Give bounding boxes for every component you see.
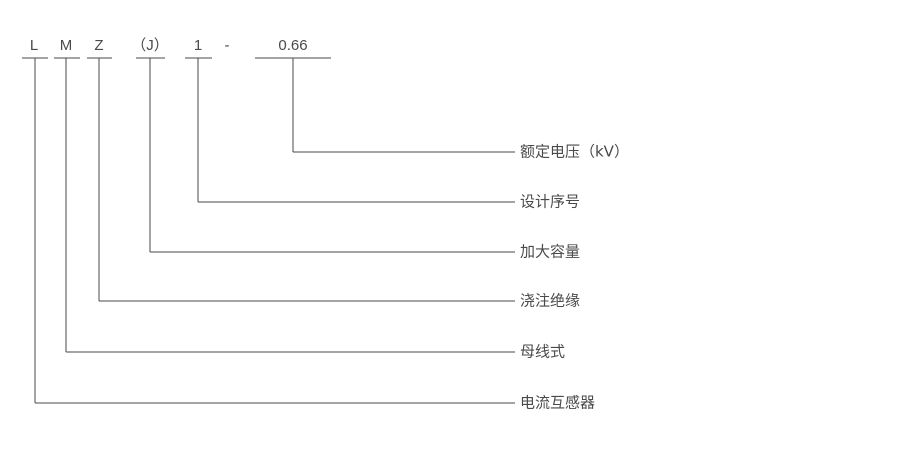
label-dash-row (505, 151, 515, 404)
callout-label-seg-voltage: 额定电压（kV） (520, 143, 629, 161)
callout-label-seg-serial: 设计序号 (520, 193, 580, 211)
leader-line-row (34, 58, 510, 404)
callout-label-row: 电流互感器 母线式 浇注绝缘 加大容量 设计序号 额定电压（kV） (520, 143, 629, 412)
code-char-seg-l: L (30, 37, 38, 54)
product-code-row: L M Z （J） 1 0.66 - (30, 37, 308, 54)
code-char-seg-serial: 1 (194, 37, 202, 54)
callout-label-seg-m: 母线式 (520, 343, 565, 361)
callout-label-seg-j: 加大容量 (520, 243, 580, 261)
code-char-seg-z: Z (94, 37, 103, 54)
code-char-seg-j: （J） (131, 37, 169, 54)
code-char-seg-m: M (60, 37, 73, 54)
callout-label-seg-l: 电流互感器 (520, 394, 595, 412)
code-separator: - (225, 37, 230, 54)
code-char-seg-voltage: 0.66 (278, 37, 307, 54)
callout-label-seg-z: 浇注绝缘 (520, 292, 580, 310)
